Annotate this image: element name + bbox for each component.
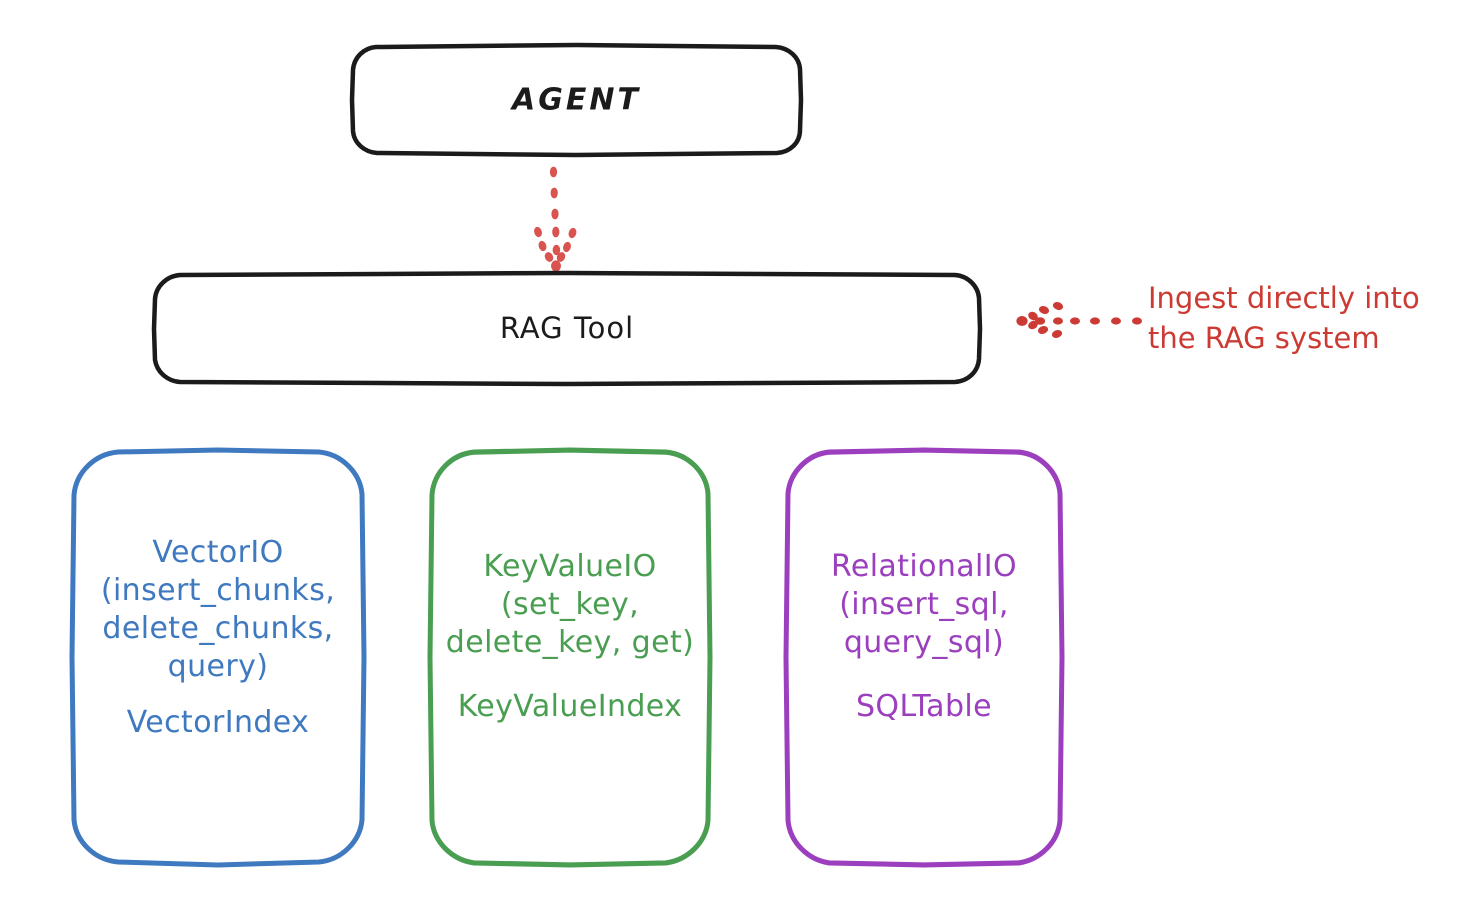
key-value-io-index-label: KeyValueIndex: [457, 689, 683, 724]
rag-tool-box-outline: [151, 270, 983, 387]
connector-agent-to-rag-tool-arrow: [534, 166, 577, 272]
node-agent[interactable]: AGENT: [349, 42, 804, 158]
node-key-value-io[interactable]: KeyValueIO (set_key, delete_key, get) Ke…: [427, 447, 713, 868]
vector-io-index-label: VectorIndex: [126, 705, 310, 740]
node-rag-tool[interactable]: RAG Tool: [151, 270, 983, 387]
key-value-io-api-label: KeyValueIO (set_key, delete_key, get): [445, 549, 695, 660]
vector-io-box-outline: [69, 447, 367, 868]
node-vector-io[interactable]: VectorIO (insert_chunks, delete_chunks, …: [69, 447, 367, 868]
agent-label: AGENT: [512, 82, 641, 118]
relational-io-index-label: SQLTable: [855, 689, 993, 724]
rag-tool-label: RAG Tool: [499, 311, 635, 345]
vector-io-api-label: VectorIO (insert_chunks, delete_chunks, …: [100, 535, 336, 684]
node-relational-io[interactable]: RelationalIO (insert_sql, query_sql) SQL…: [783, 447, 1065, 868]
connector-note-to-rag-tool-arrow: [1016, 302, 1142, 338]
annotation-ingest-note: Ingest directly into the RAG system: [1148, 281, 1420, 355]
relational-io-box-outline: [783, 447, 1065, 868]
key-value-io-box-outline: [427, 447, 713, 868]
agent-box-outline: [349, 42, 804, 158]
relational-io-api-label: RelationalIO (insert_sql, query_sql): [830, 549, 1018, 660]
